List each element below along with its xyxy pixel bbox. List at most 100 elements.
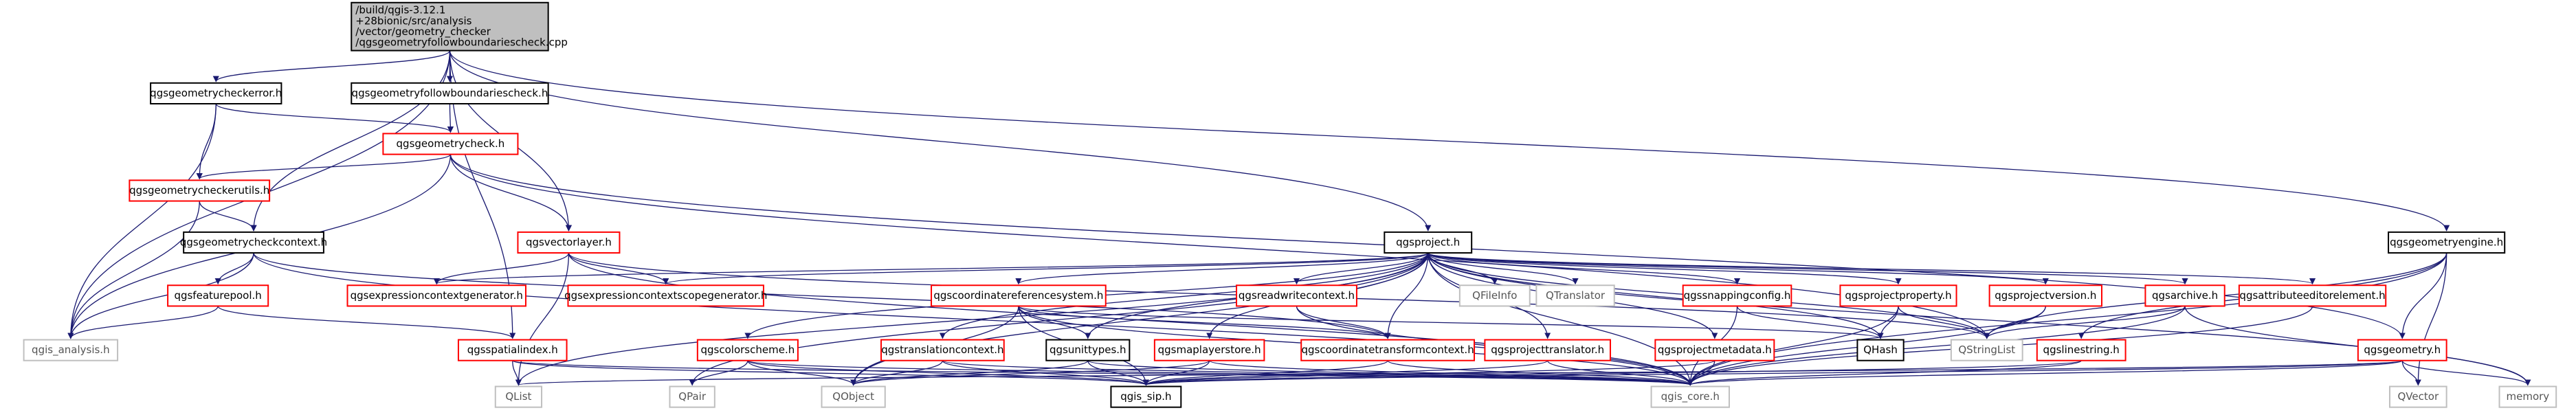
node-geomcheck[interactable]: qgsgeometrycheck.h [382, 133, 519, 155]
node-box [821, 385, 886, 408]
node-coordtransctx[interactable]: qgscoordinatetransformcontext.h [1300, 339, 1476, 361]
node-box [1484, 339, 1611, 361]
node-box [696, 339, 799, 361]
include-edge-root-to-geomengine [449, 50, 2450, 232]
include-edge-geomerror-to-checkerutils [196, 103, 216, 180]
node-projmeta[interactable]: qgsprojectmetadata.h [1654, 339, 1775, 361]
node-spatialindex[interactable]: qgsspatialindex.h [457, 339, 568, 361]
node-label: qgsprojectversion.h [1995, 289, 2096, 302]
node-label: qgsarchive.h [2152, 289, 2218, 302]
node-translctx[interactable]: qgstranslationcontext.h [880, 339, 1005, 361]
node-label: qgis_core.h [1661, 390, 1720, 403]
node-geomengine[interactable]: qgsgeometryengine.h [2388, 231, 2506, 254]
include-edge-spatialindex-to-qlist [512, 360, 522, 386]
node-projprop[interactable]: qgsprojectproperty.h [1839, 284, 1957, 307]
node-label: qgsfeaturepool.h [174, 289, 261, 302]
node-label: qgsgeometrycheckerutils.h [129, 184, 269, 197]
node-project[interactable]: qgsproject.h [1384, 231, 1473, 254]
node-box [1839, 284, 1957, 307]
include-edge-geomengine-to-qvector [2414, 253, 2447, 386]
node-label: qgsvectorlayer.h [526, 236, 612, 248]
node-qobject[interactable]: QObject [821, 385, 886, 408]
include-edge-colorscheme-to-qgissip [747, 360, 1149, 386]
include-edge-spatialindex-to-qgiscore [512, 360, 1693, 386]
node-qhash[interactable]: QHash [1856, 339, 1905, 361]
node-qpair[interactable]: QPair [669, 385, 715, 408]
node-box [382, 133, 519, 155]
include-edge-snapping-to-qhash [1736, 306, 1884, 339]
node-projver[interactable]: qgsprojectversion.h [1988, 284, 2102, 307]
include-edge-project-to-crs [1015, 252, 1429, 285]
node-exprctxscope[interactable]: qgsexpressioncontextscopegenerator.h [564, 284, 767, 307]
node-projtranslator[interactable]: qgsprojecttranslator.h [1484, 339, 1611, 361]
node-box [346, 284, 526, 307]
node-colorscheme[interactable]: qgscolorscheme.h [696, 339, 799, 361]
include-edge-linestring-to-qgissip [1143, 360, 2082, 386]
include-edge-projtranslator-to-qgissip [1143, 360, 1548, 386]
node-checkcontext[interactable]: qgsgeometrycheckcontext.h [180, 231, 327, 254]
include-edge-readwrite-to-coordtransctx [1296, 306, 1391, 339]
node-source-file[interactable]: /build/qgis-3.12.1+28bionic/src/analysis… [351, 1, 568, 52]
node-box [1458, 284, 1531, 307]
node-vectorlayer[interactable]: qgsvectorlayer.h [517, 231, 621, 254]
node-label: qgis_sip.h [1120, 390, 1171, 403]
include-edge-colorscheme-to-qobject [747, 360, 857, 386]
node-label: qgstranslationcontext.h [881, 344, 1003, 356]
node-label: qgslinestring.h [2043, 344, 2120, 356]
include-edge-geomerror-to-analysis [67, 103, 216, 339]
node-checkerutils[interactable]: qgsgeometrycheckerutils.h [129, 179, 271, 202]
include-edge-project-to-snapping [1428, 252, 1740, 285]
node-qgissip[interactable]: qgis_sip.h [1110, 385, 1182, 408]
node-label: qgsexpressioncontextgenerator.h [351, 289, 523, 302]
node-qvector[interactable]: QVector [2388, 385, 2447, 408]
include-edge-crs-to-unittypes [1018, 306, 1091, 339]
node-qgiscore[interactable]: qgis_core.h [1650, 385, 1730, 408]
node-qlist[interactable]: QList [494, 385, 543, 408]
node-qfileinfo[interactable]: QFileInfo [1458, 284, 1531, 307]
node-attreditor[interactable]: qgsattributeeditorelement.h [2238, 284, 2387, 307]
include-edge-geomcheck-to-vectorlayer [449, 154, 572, 232]
node-box [150, 82, 282, 105]
node-qstringlist[interactable]: QStringList [1950, 339, 2023, 361]
include-edge-project-to-readwrite [1293, 252, 1429, 285]
include-edge-colorscheme-to-qpair [689, 360, 748, 386]
node-readwrite[interactable]: qgsreadwritecontext.h [1236, 284, 1357, 307]
include-edge-project-to-projprop [1428, 252, 1902, 285]
include-edge-crs-to-qhash [1018, 305, 1884, 339]
node-geometry[interactable]: qgsgeometry.h [2357, 339, 2447, 361]
node-snapping[interactable]: qgssnappingconfig.h [1682, 284, 1792, 307]
node-box [2144, 284, 2225, 307]
include-edge-featurepool-to-spatialindex [217, 305, 516, 339]
node-crs[interactable]: qgscoordinatereferencesystem.h [931, 284, 1107, 307]
include-edge-followcheck-to-geomcheck [447, 103, 454, 133]
node-box [1110, 385, 1182, 408]
node-unittypes[interactable]: qgsunittypes.h [1045, 339, 1131, 361]
node-box [931, 284, 1107, 307]
include-edge-project-to-translctx [939, 253, 1429, 339]
node-memory[interactable]: memory [2498, 385, 2557, 408]
node-exprctxgen[interactable]: qgsexpressioncontextgenerator.h [346, 284, 526, 307]
node-label: qgscoordinatereferencesystem.h [933, 289, 1103, 302]
include-edge-project-to-projver [1428, 252, 2049, 285]
include-edge-project-to-coordtransctx [1384, 253, 1429, 339]
node-label: qgsgeometryengine.h [2390, 236, 2503, 248]
node-archive[interactable]: qgsarchive.h [2144, 284, 2225, 307]
node-qtranslator[interactable]: QTranslator [1535, 284, 1615, 307]
include-edge-geomcheck-to-checkerutils [196, 154, 452, 180]
node-label: qgsgeometrycheckerror.h [150, 87, 282, 99]
node-followcheck[interactable]: qgsgeometryfollowboundariescheck.h [351, 82, 549, 105]
node-linestring[interactable]: qgslinestring.h [2036, 339, 2127, 361]
node-label: +28bionic/src/analysis [355, 14, 471, 27]
node-label: QPair [678, 390, 707, 403]
node-box [23, 339, 119, 361]
node-analysis[interactable]: qgis_analysis.h [23, 339, 119, 361]
include-edge-checkerutils-to-checkcontext [199, 201, 257, 232]
include-edge-translctx-to-qgiscore [942, 360, 1694, 386]
include-edge-geometry-to-qlist [516, 360, 2403, 386]
node-box [351, 1, 549, 52]
node-box [2388, 385, 2447, 408]
node-geomerror[interactable]: qgsgeometrycheckerror.h [150, 82, 282, 105]
node-featurepool[interactable]: qgsfeaturepool.h [167, 284, 269, 307]
node-box [1153, 339, 1265, 361]
node-maplayerstore[interactable]: qgsmaplayerstore.h [1153, 339, 1265, 361]
